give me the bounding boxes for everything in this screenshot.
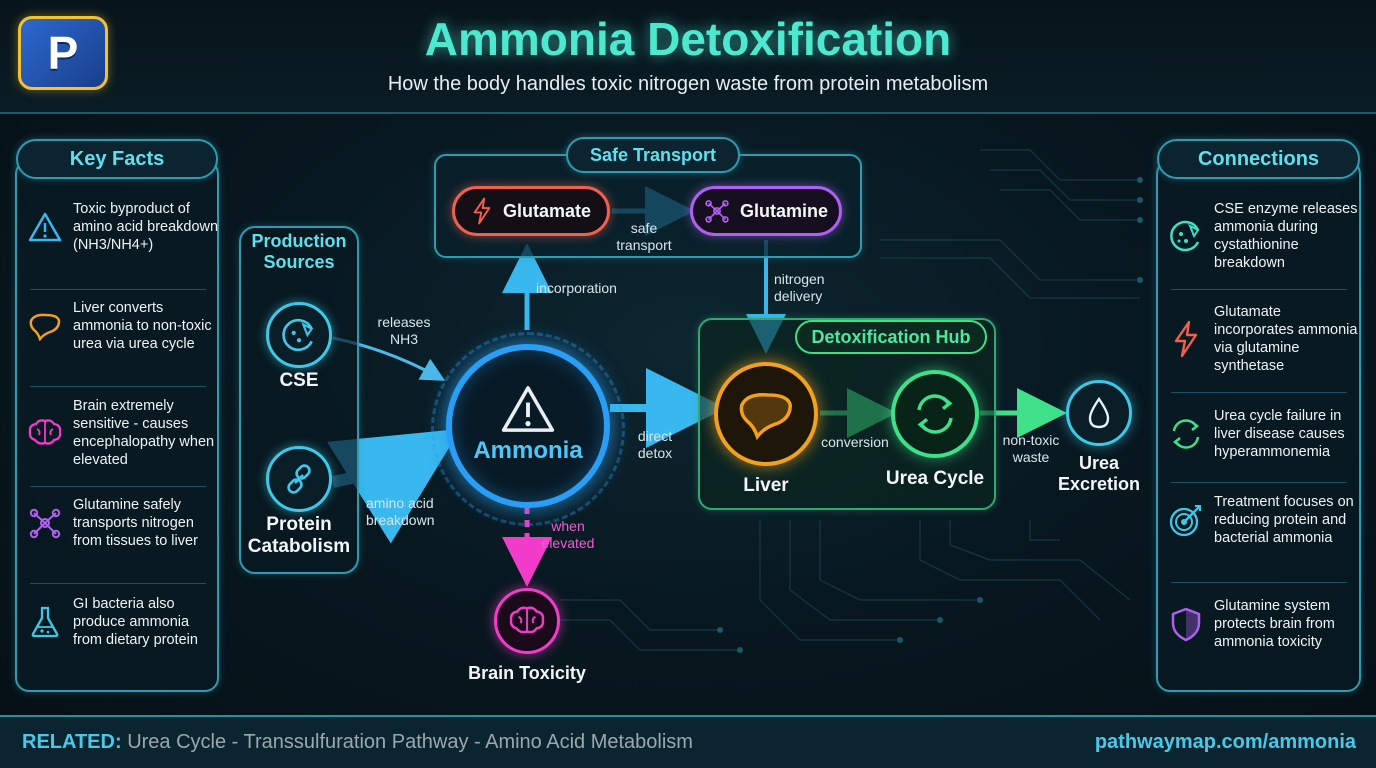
molecule-icon [705, 200, 729, 223]
urea-excretion-label: Urea Excretion [1057, 453, 1141, 494]
key-fact-text: Liver converts ammonia to non-toxic urea… [73, 300, 212, 352]
circuit-traces [560, 149, 1140, 651]
key-fact-text: Glutamine safely transports nitrogen fro… [73, 497, 198, 549]
key-fact-text: GI bacteria also produce ammonia from di… [73, 596, 198, 648]
header: P Ammonia Detoxification How the body ha… [0, 0, 1376, 114]
connection-item: Glutamate incorporates ammonia via gluta… [1164, 303, 1362, 375]
glutamine-label: Glutamine [739, 200, 828, 221]
liver-node[interactable] [714, 362, 818, 466]
divider [30, 486, 206, 487]
connection-text: Glutamate incorporates ammonia via gluta… [1214, 304, 1358, 374]
cycle-icon [917, 394, 953, 434]
divider [30, 386, 206, 387]
lightning-icon [1164, 320, 1208, 358]
related-links: RELATED: Urea Cycle - Transsulfuration P… [22, 731, 693, 754]
connection-text: Urea cycle failure in liver disease caus… [1214, 408, 1345, 460]
key-fact-item: Glutamine safely transports nitrogen fro… [23, 496, 221, 550]
safe-transport-edge-label: safe transport [616, 220, 672, 253]
cse-node[interactable] [266, 302, 332, 368]
shield-icon [1164, 606, 1208, 642]
connection-text: Treatment focuses on reducing protein an… [1214, 494, 1354, 546]
ammonia-halo [431, 332, 625, 526]
glutamine-node[interactable]: Glutamine [690, 186, 842, 236]
production-sources-panel [239, 226, 359, 574]
warning-icon [23, 211, 67, 243]
target-icon [1164, 502, 1208, 538]
cycle-icon [1164, 416, 1208, 452]
brain-icon [509, 606, 545, 634]
lightning-icon [473, 197, 491, 225]
urea-excretion-node[interactable] [1066, 380, 1132, 446]
ammonia-node[interactable]: Ammonia [446, 344, 610, 508]
protein-catabolism-label: Protein Catabolism [247, 514, 351, 557]
key-facts-title: Key Facts [16, 139, 218, 179]
brain-icon [23, 418, 67, 448]
molecule-icon [23, 506, 67, 540]
connection-item: CSE enzyme releases ammonia during cysta… [1164, 200, 1362, 272]
brain-toxicity-node[interactable] [494, 588, 560, 654]
non-toxic-waste-edge-label: non-toxic waste [1002, 432, 1060, 465]
liver-icon [23, 311, 67, 341]
urea-cycle-label: Urea Cycle [885, 468, 985, 489]
brain-toxicity-label: Brain Toxicity [468, 663, 586, 683]
connection-item: Treatment focuses on reducing protein an… [1164, 493, 1362, 547]
conversion-edge-label: conversion [821, 434, 889, 450]
divider [1171, 482, 1347, 483]
divider [1171, 582, 1347, 583]
footer-url[interactable]: pathwaymap.com/ammonia [1094, 731, 1356, 753]
liver-icon [739, 392, 793, 440]
ammonia-label: Ammonia [473, 437, 583, 464]
key-fact-item: Toxic byproduct of amino acid breakdown … [23, 200, 221, 254]
divider [30, 289, 206, 290]
enzyme-icon [1164, 218, 1208, 254]
key-fact-item: GI bacteria also produce ammonia from di… [23, 595, 221, 649]
key-facts-panel [15, 160, 219, 692]
key-fact-item: Brain extremely sensitive - causes encep… [23, 397, 221, 469]
nitrogen-delivery-edge-label: nitrogen delivery [774, 271, 825, 304]
page-subtitle: How the body handles toxic nitrogen wast… [387, 73, 989, 95]
releases-edge-label: releases NH3 [377, 314, 431, 347]
liver-label: Liver [743, 475, 789, 496]
glutamate-label: Glutamate [502, 200, 592, 221]
divider [1171, 289, 1347, 290]
safe-transport-title: Safe Transport [566, 137, 740, 173]
connection-item: Glutamine system protects brain from amm… [1164, 597, 1362, 651]
related-label: RELATED: [22, 731, 122, 753]
key-fact-item: Liver converts ammonia to non-toxic urea… [23, 299, 221, 353]
divider [30, 583, 206, 584]
logo[interactable]: P [18, 16, 108, 90]
warning-icon [501, 386, 555, 432]
key-fact-text: Toxic byproduct of amino acid breakdown … [73, 201, 219, 253]
incorporation-edge-label: incorporation [536, 280, 617, 296]
flask-icon [23, 605, 67, 639]
connection-text: CSE enzyme releases ammonia during cysta… [1214, 201, 1358, 271]
connections-title: Connections [1157, 139, 1360, 179]
logo-letter: P [47, 27, 79, 79]
protein-catabolism-node[interactable] [266, 446, 332, 512]
direct-detox-edge-label: direct detox [637, 428, 673, 461]
production-sources-title: Production Sources [251, 231, 347, 272]
when-elevated-edge-label: when elevated [541, 518, 595, 551]
footer: RELATED: Urea Cycle - Transsulfuration P… [0, 715, 1376, 768]
key-fact-text: Brain extremely sensitive - causes encep… [73, 398, 215, 468]
connection-item: Urea cycle failure in liver disease caus… [1164, 407, 1362, 461]
related-items[interactable]: Urea Cycle - Transsulfuration Pathway - … [127, 731, 693, 753]
droplet-icon [1088, 396, 1110, 429]
urea-cycle-node[interactable] [891, 370, 979, 458]
chain-icon [287, 464, 311, 494]
enzyme-icon [282, 318, 314, 352]
detox-hub-title: Detoxification Hub [795, 320, 987, 354]
divider [1171, 392, 1347, 393]
amino-acid-edge-label: amino acid breakdown [366, 495, 435, 528]
connection-text: Glutamine system protects brain from amm… [1214, 598, 1335, 650]
circuit-nodes [717, 177, 1143, 653]
glutamate-node[interactable]: Glutamate [452, 186, 610, 236]
page-title: Ammonia Detoxification [424, 13, 952, 65]
cse-label: CSE [279, 370, 319, 391]
